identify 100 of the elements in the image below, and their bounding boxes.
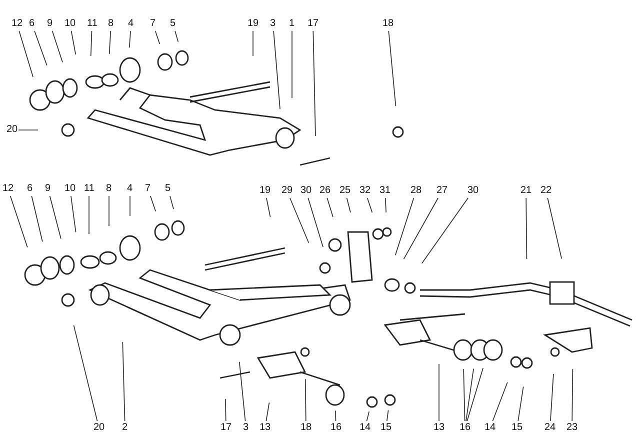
leader-line [366, 198, 373, 213]
callout-number: 6 [29, 18, 35, 30]
callout-number: 3 [243, 422, 249, 434]
leader-line [492, 382, 508, 422]
callout-number: 17 [220, 422, 232, 434]
callout-number: 11 [87, 18, 98, 30]
callout-number: 20 [6, 124, 18, 136]
callout-number: 3 [270, 18, 276, 30]
leader-line [466, 368, 474, 422]
callout-number: 28 [410, 185, 422, 197]
callout-number: 8 [106, 183, 112, 195]
leader-line [547, 198, 562, 260]
leader-line [304, 378, 306, 422]
callout-number: 14 [360, 422, 371, 434]
leader-line [312, 30, 316, 136]
callout-number: 19 [260, 185, 271, 197]
leader-line [326, 198, 334, 218]
leader-line [31, 196, 43, 242]
callout-number: 13 [434, 422, 445, 434]
callout-number: 17 [308, 18, 319, 30]
callout-number: 10 [64, 183, 76, 195]
callout-number: 1 [289, 18, 295, 30]
leader-line [273, 30, 280, 110]
callout-number: 11 [84, 183, 94, 195]
callout-number: 2 [122, 422, 128, 434]
callout-number: 30 [468, 185, 479, 197]
callout-number: 18 [300, 422, 312, 434]
leader-line [174, 30, 179, 42]
leader-line [438, 364, 440, 422]
callout-number: 5 [170, 18, 176, 30]
callout-number: 19 [248, 18, 259, 30]
leader-line [10, 196, 28, 248]
callout-number: 5 [165, 183, 171, 195]
callout-number: 32 [360, 185, 371, 197]
leader-line [518, 386, 524, 422]
leader-line [290, 198, 310, 244]
leader-line [70, 196, 76, 233]
leader-line [463, 368, 466, 422]
callout-number: 23 [566, 422, 578, 434]
callout-number: 24 [544, 422, 556, 434]
leader-line [49, 196, 62, 240]
leader-line [308, 198, 324, 248]
callout-number: 7 [150, 18, 156, 30]
leader-line [266, 198, 271, 218]
leader-line [108, 30, 111, 54]
leader-line [266, 402, 270, 422]
leader-line [70, 30, 76, 55]
callout-number: 15 [512, 422, 523, 434]
leader-line [403, 198, 438, 260]
callout-number: 31 [380, 185, 391, 197]
leader-line [52, 30, 63, 63]
callout-number: 21 [520, 185, 532, 197]
leader-line [170, 196, 174, 210]
callout-number: 25 [340, 185, 351, 197]
leader-line [386, 410, 389, 422]
leader-line [388, 30, 396, 106]
leader-line [150, 196, 156, 212]
leader-line [108, 196, 110, 226]
callout-number: 6 [27, 183, 33, 195]
callout-number: 27 [436, 185, 448, 197]
callout-number: 18 [382, 18, 394, 30]
leader-line [128, 30, 131, 48]
leader-line [90, 30, 92, 56]
leader-line [394, 198, 414, 256]
leader-line [335, 410, 336, 422]
callout-number: 10 [64, 18, 76, 30]
leader-line [252, 30, 254, 56]
callout-number: 12 [12, 18, 23, 30]
leader-line [346, 198, 351, 213]
leader-line [88, 196, 90, 234]
leader-line [466, 368, 484, 422]
callout-number: 29 [282, 185, 293, 197]
leader-line [238, 361, 246, 422]
leader-line [34, 30, 48, 66]
callout-number: 7 [145, 183, 151, 195]
callout-number: 14 [484, 422, 496, 434]
leader-line [550, 374, 554, 422]
callout-number: 16 [460, 422, 471, 434]
callout-number: 15 [380, 422, 392, 434]
leader-line [73, 324, 98, 422]
callout-number: 8 [108, 18, 114, 30]
leader-line [366, 411, 370, 422]
callout-number: 16 [330, 422, 342, 434]
callout-number: 20 [94, 422, 105, 434]
leader-line [526, 198, 528, 260]
callout-number: 9 [47, 18, 53, 30]
callout-number: 12 [2, 183, 14, 195]
leader-line [18, 30, 34, 78]
callout-number: 13 [260, 422, 271, 434]
callout-number: 4 [127, 183, 133, 195]
callout-number: 4 [128, 18, 134, 30]
callout-number: 22 [540, 185, 552, 197]
callout-number: 9 [45, 183, 51, 195]
leader-line [154, 30, 160, 44]
leader-line [572, 368, 574, 422]
leader-line [421, 198, 468, 264]
leader-line [225, 398, 226, 422]
callout-number: 26 [320, 185, 331, 197]
leader-line [122, 342, 126, 422]
leader-line [384, 198, 386, 213]
